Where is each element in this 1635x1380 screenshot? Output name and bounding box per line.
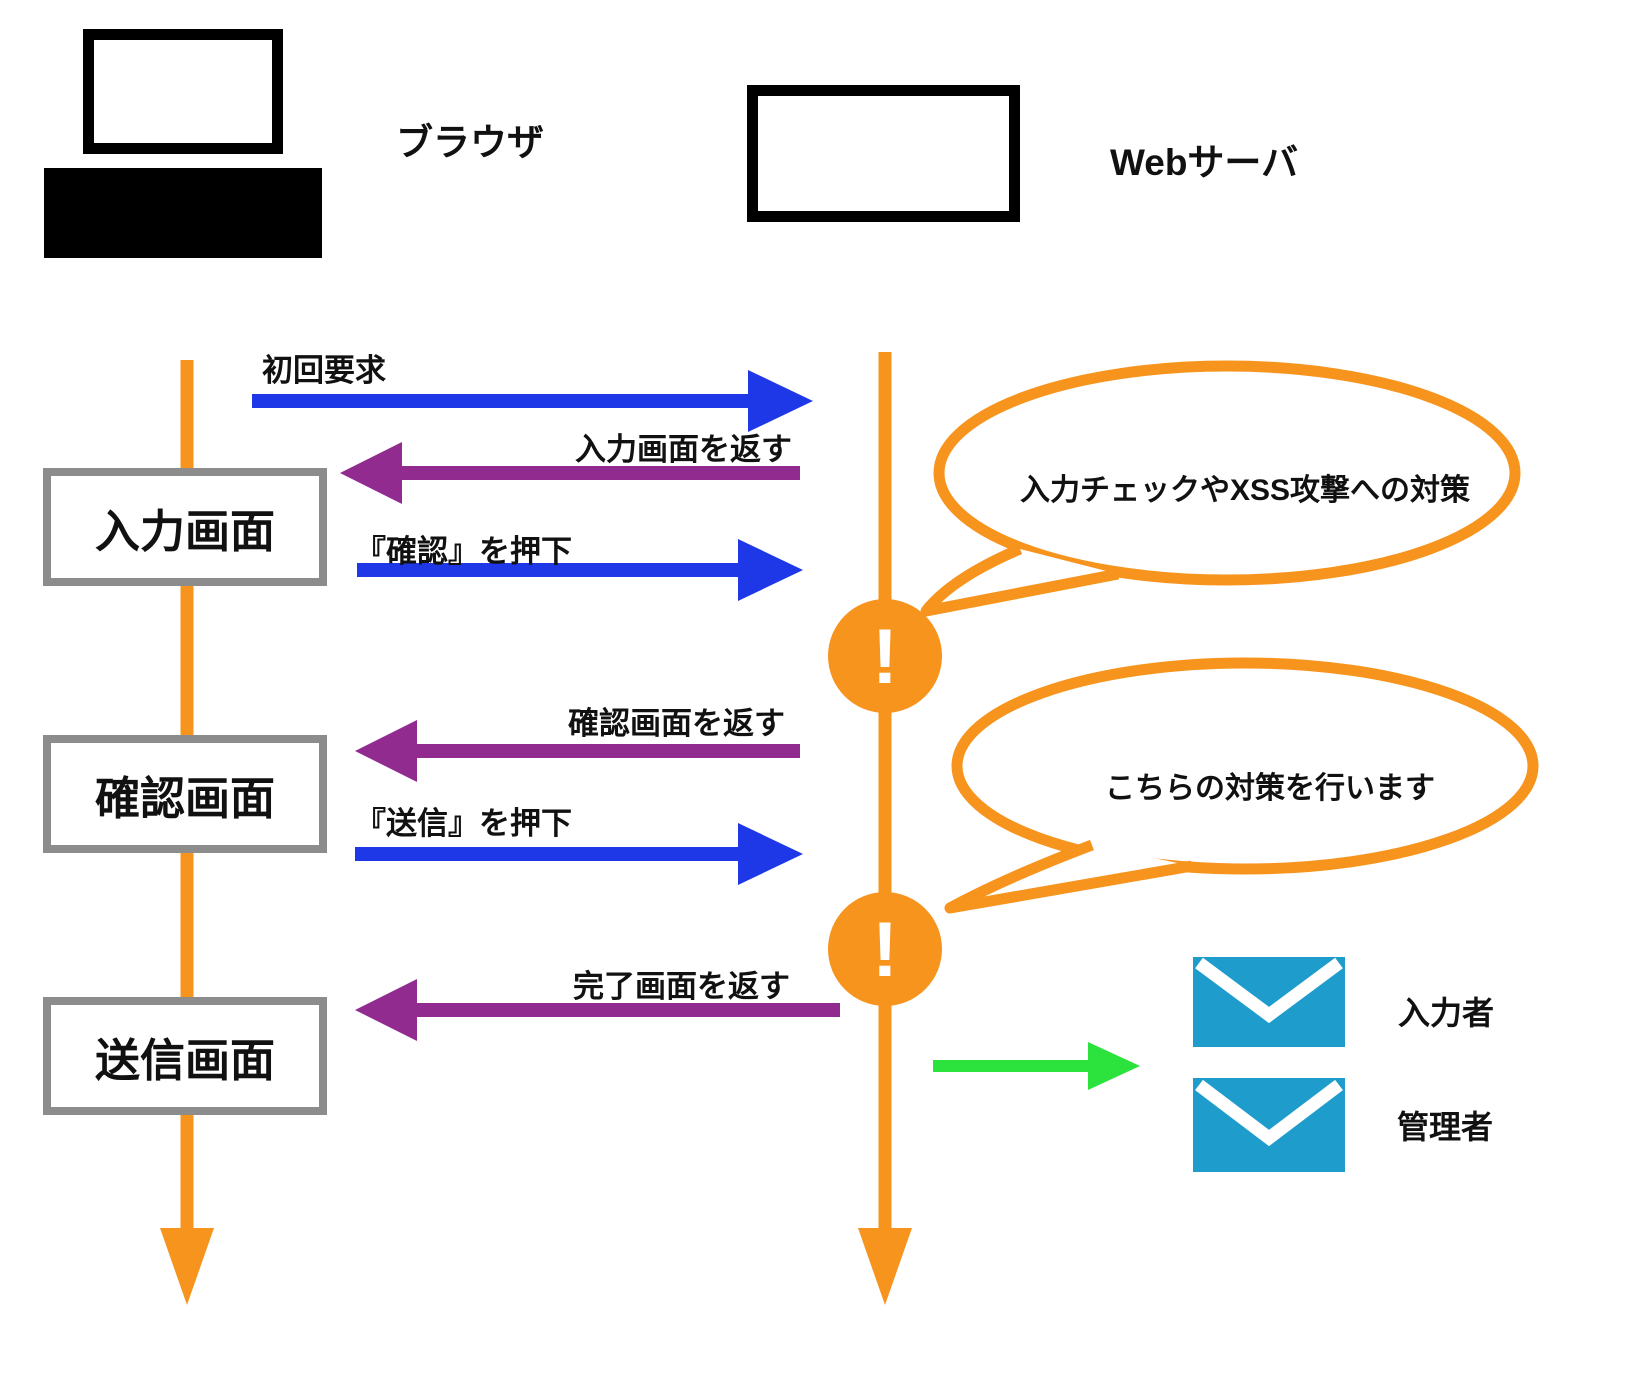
server-label: Webサーバ <box>1110 142 1299 183</box>
message-label-return-input-screen: 入力画面を返す <box>575 432 792 467</box>
alert-exclamation-2: ! <box>872 905 898 993</box>
screen-box-send-label: 送信画面 <box>94 1034 275 1086</box>
callout-text-2: こちらの対策を行います <box>1105 772 1435 805</box>
browser-monitor-icon <box>83 29 283 154</box>
callout-bubble-1 <box>920 360 1521 617</box>
callout-bubble-2 <box>944 657 1539 914</box>
envelope-icon-1 <box>1193 957 1345 1047</box>
arrow-return-confirm-screen <box>355 720 800 782</box>
callout-text-1: 入力チェックやXSS攻撃への対策 <box>1019 474 1471 507</box>
alert-circle-1 <box>828 599 942 713</box>
alert-circle-2 <box>828 892 942 1006</box>
arrow-press-confirm <box>357 539 803 601</box>
browser-keyboard-icon <box>44 168 322 258</box>
screen-box-input: 入力画面 <box>43 468 327 586</box>
message-label-press-send: 『送信』を押下 <box>355 806 572 841</box>
screen-box-input-label: 入力画面 <box>94 505 275 557</box>
arrow-initial-request <box>252 370 813 432</box>
arrow-return-complete-screen <box>355 979 840 1041</box>
arrow-press-send <box>355 823 803 885</box>
message-label-initial-request: 初回要求 <box>262 353 386 388</box>
arrow-return-input-screen <box>340 442 800 504</box>
recipient-label-admin: 管理者 <box>1397 1109 1494 1145</box>
message-label-return-complete-screen: 完了画面を返す <box>573 969 790 1004</box>
envelope-icon-2 <box>1193 1078 1345 1172</box>
web-server-icon <box>747 85 1020 222</box>
server-lifeline <box>858 352 912 1305</box>
message-label-press-confirm: 『確認』を押下 <box>355 534 572 569</box>
alert-exclamation-1: ! <box>872 612 898 700</box>
browser-label: ブラウザ <box>396 122 544 163</box>
message-label-return-confirm-screen: 確認画面を返す <box>568 706 785 741</box>
screen-box-confirm-label: 確認画面 <box>94 772 275 824</box>
arrow-send-mail <box>933 1042 1140 1090</box>
screen-box-confirm: 確認画面 <box>43 735 327 853</box>
screen-box-send: 送信画面 <box>43 997 327 1115</box>
recipient-label-input-user: 入力者 <box>1398 995 1495 1031</box>
